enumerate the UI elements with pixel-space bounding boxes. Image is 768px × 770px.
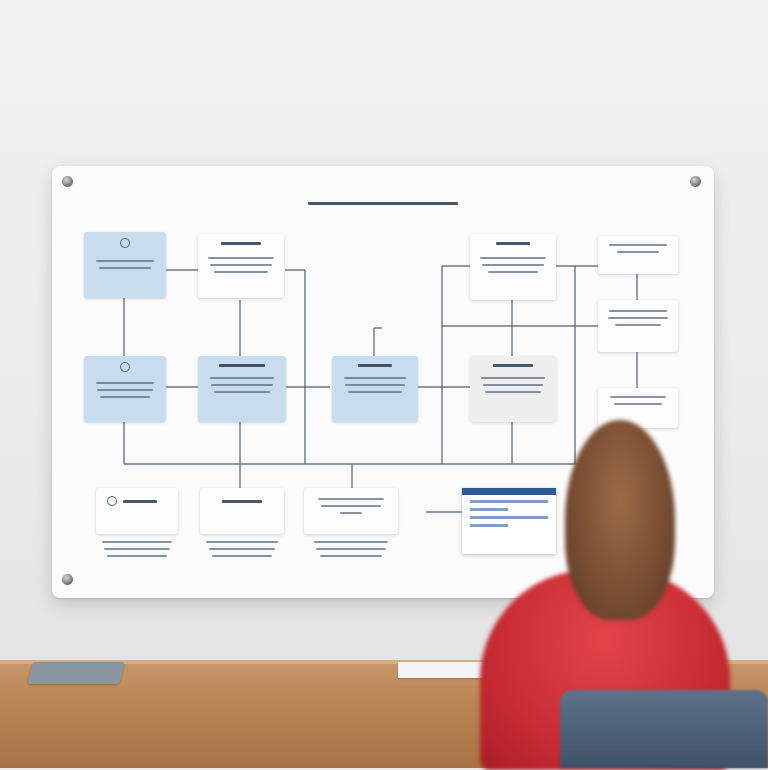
mounting-screw (62, 574, 73, 585)
circle-icon (120, 362, 130, 372)
flowchart-node (470, 356, 556, 422)
flowchart-node (198, 356, 286, 422)
flowchart-node (96, 488, 178, 534)
flowchart-node (332, 356, 418, 422)
flowchart-node (304, 488, 398, 534)
flowchart-node (200, 488, 284, 534)
flowchart-node (470, 234, 556, 300)
flowchart-node (598, 236, 678, 274)
tablet-device (27, 662, 125, 684)
circle-icon (107, 496, 117, 506)
paper-sheet (398, 662, 486, 678)
node-caption (200, 536, 284, 557)
node-caption (96, 536, 178, 557)
flowchart-node (598, 300, 678, 352)
hair (565, 420, 675, 620)
flowchart-whiteboard (52, 166, 714, 598)
flowchart-node (84, 356, 166, 422)
screen-thumbnail (462, 488, 556, 554)
board-title (52, 198, 714, 205)
circle-icon (120, 238, 130, 248)
node-caption (304, 536, 398, 557)
mounting-screw (690, 176, 701, 187)
flowchart-node (198, 234, 284, 298)
chair-back (560, 690, 768, 768)
flowchart-node (84, 232, 166, 298)
mounting-screw (62, 176, 73, 187)
flowchart-connectors (123, 265, 638, 513)
